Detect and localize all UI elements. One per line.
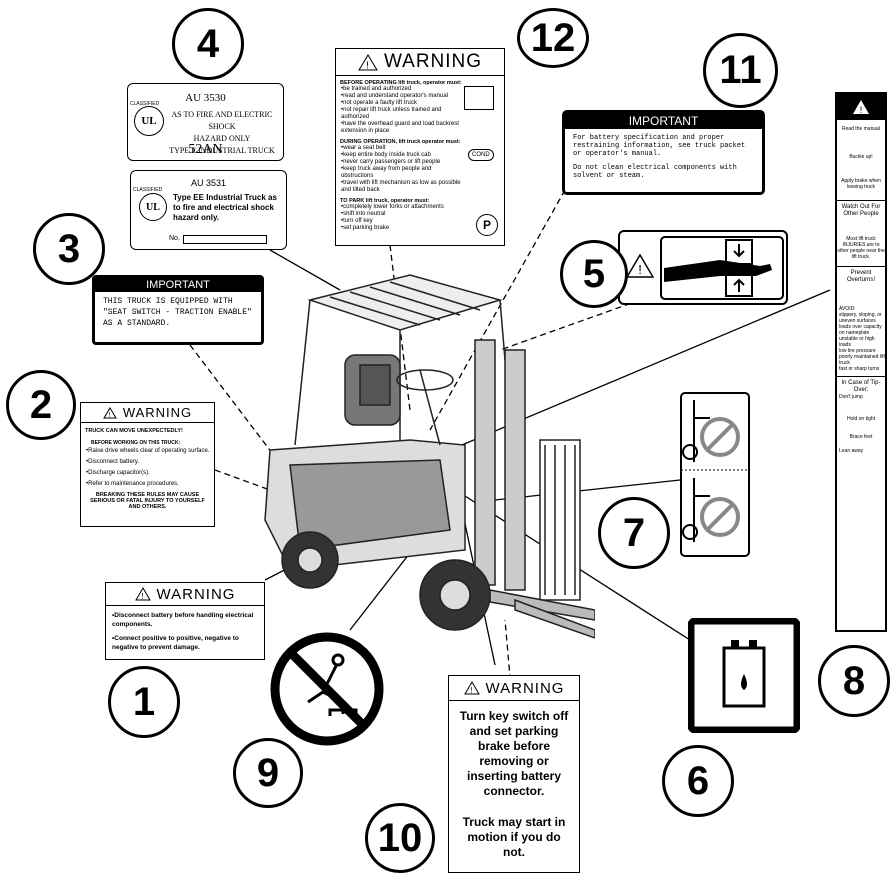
svg-text:!: ! (108, 412, 111, 419)
callout-5: 5 (560, 240, 628, 308)
warning-during-items: wear a seat beltkeep entire body inside … (336, 145, 461, 194)
warning-header: ! WARNING (336, 49, 504, 76)
warning-triangle-icon: ! (135, 587, 151, 601)
ul-logo-icon: UL (139, 193, 167, 221)
important-line2: Do not clean electrical components with … (565, 158, 762, 180)
warning-bullets: Raise drive wheels clear of operating su… (81, 448, 214, 488)
warning-triangle-icon: ! (626, 254, 654, 278)
warning-triangle-icon: ! (358, 54, 378, 71)
svg-text:!: ! (638, 262, 642, 277)
important-title: IMPORTANT (95, 278, 261, 292)
important-battery-label: IMPORTANT For battery specification and … (562, 110, 765, 195)
warning-header: ! WARNING (449, 676, 579, 701)
callout-3: 3 (33, 213, 105, 285)
battery-fluid-label (688, 618, 800, 733)
ul-no-field (183, 235, 267, 244)
warning-label-12: ! WARNING BEFORE OPERATING lift truck, o… (335, 48, 505, 246)
pinch-hazard-label: ! (618, 230, 788, 305)
parking-brake-icon: P (476, 214, 498, 236)
forklift-illustration (250, 270, 595, 650)
callout-9: 9 (233, 738, 303, 808)
important-line1: For battery specification and proper res… (565, 129, 762, 158)
warning-label-2: ! WARNING TRUCK CAN MOVE UNEXPECTEDLY! B… (80, 402, 215, 527)
warning-header: ! WARNING (106, 583, 264, 606)
warning-subtitle: TRUCK CAN MOVE UNEXPECTEDLY! (81, 423, 214, 434)
ul-no-label: No. (169, 235, 180, 242)
callout-11: 11 (703, 33, 778, 108)
ul-classified: CLASSIFIED (130, 101, 159, 107)
ul-model: 52AN (128, 142, 283, 158)
pinch-hand-icon (660, 236, 784, 300)
strip-text: Read the manual Buckle up! Apply brake w… (837, 120, 885, 454)
warning-label-1: ! WARNING Disconnect battery before hand… (105, 582, 265, 660)
seat-belt-icon: COND (468, 149, 494, 161)
warning-text2: Truck may start in motion if you do not. (449, 799, 579, 860)
svg-text:!: ! (141, 592, 144, 601)
operator-safety-strip-label: ! Read the manual Buckle up! Apply brake… (835, 92, 887, 632)
warning-bullets: Disconnect battery before handling elect… (106, 606, 264, 657)
callout-1: 1 (108, 666, 180, 738)
manual-icon (464, 86, 494, 110)
important-text: THIS TRUCK IS EQUIPPED WITH "SEAT SWITCH… (95, 292, 261, 333)
warning-before-heading: BEFORE OPERATING lift truck, operator mu… (336, 76, 504, 86)
callout-7: 7 (598, 497, 670, 569)
ul-classified: CLASSIFIED (133, 187, 162, 193)
no-step-label (268, 630, 386, 748)
ul-logo-icon: UL (134, 106, 164, 136)
callout-4: 4 (172, 8, 244, 80)
warning-footer: BREAKING THESE RULES MAY CAUSE SERIOUS O… (81, 492, 214, 510)
no-riders-label (680, 392, 750, 557)
important-title: IMPORTANT (565, 113, 762, 129)
svg-text:!: ! (470, 686, 473, 695)
callout-6: 6 (662, 745, 734, 817)
ul-label-4: AU 3530 UL CLASSIFIED AS TO FIRE AND ELE… (127, 83, 284, 161)
warning-triangle-icon: ! (103, 407, 117, 419)
ul-label-3: AU 3531 UL CLASSIFIED Type EE Industrial… (130, 170, 287, 250)
callout-12: 12 (517, 8, 589, 68)
callout-10: 10 (365, 803, 435, 873)
warning-before-items: be trained and authorizedread and unders… (336, 86, 459, 135)
ul-text: Type EE Industrial Truck as to fire and … (173, 193, 281, 223)
callout-8: 8 (818, 645, 890, 717)
warning-header: ! WARNING (81, 403, 214, 423)
warning-label-10: ! WARNING Turn key switch off and set pa… (448, 675, 580, 873)
important-seat-switch-label: IMPORTANT THIS TRUCK IS EQUIPPED WITH "S… (92, 275, 264, 345)
svg-text:!: ! (366, 60, 370, 71)
warning-triangle-icon: ! (464, 681, 480, 695)
warning-triangle-icon: ! (837, 94, 885, 120)
warning-park-heading: TO PARK lift truck, operator must: (336, 194, 504, 204)
warning-text1: Turn key switch off and set parking brak… (449, 701, 579, 799)
svg-text:!: ! (860, 105, 863, 115)
warning-during-heading: DURING OPERATION, lift truck operator mu… (336, 135, 504, 145)
callout-2: 2 (6, 370, 76, 440)
warning-before: BEFORE WORKING ON THIS TRUCK: (81, 434, 214, 448)
